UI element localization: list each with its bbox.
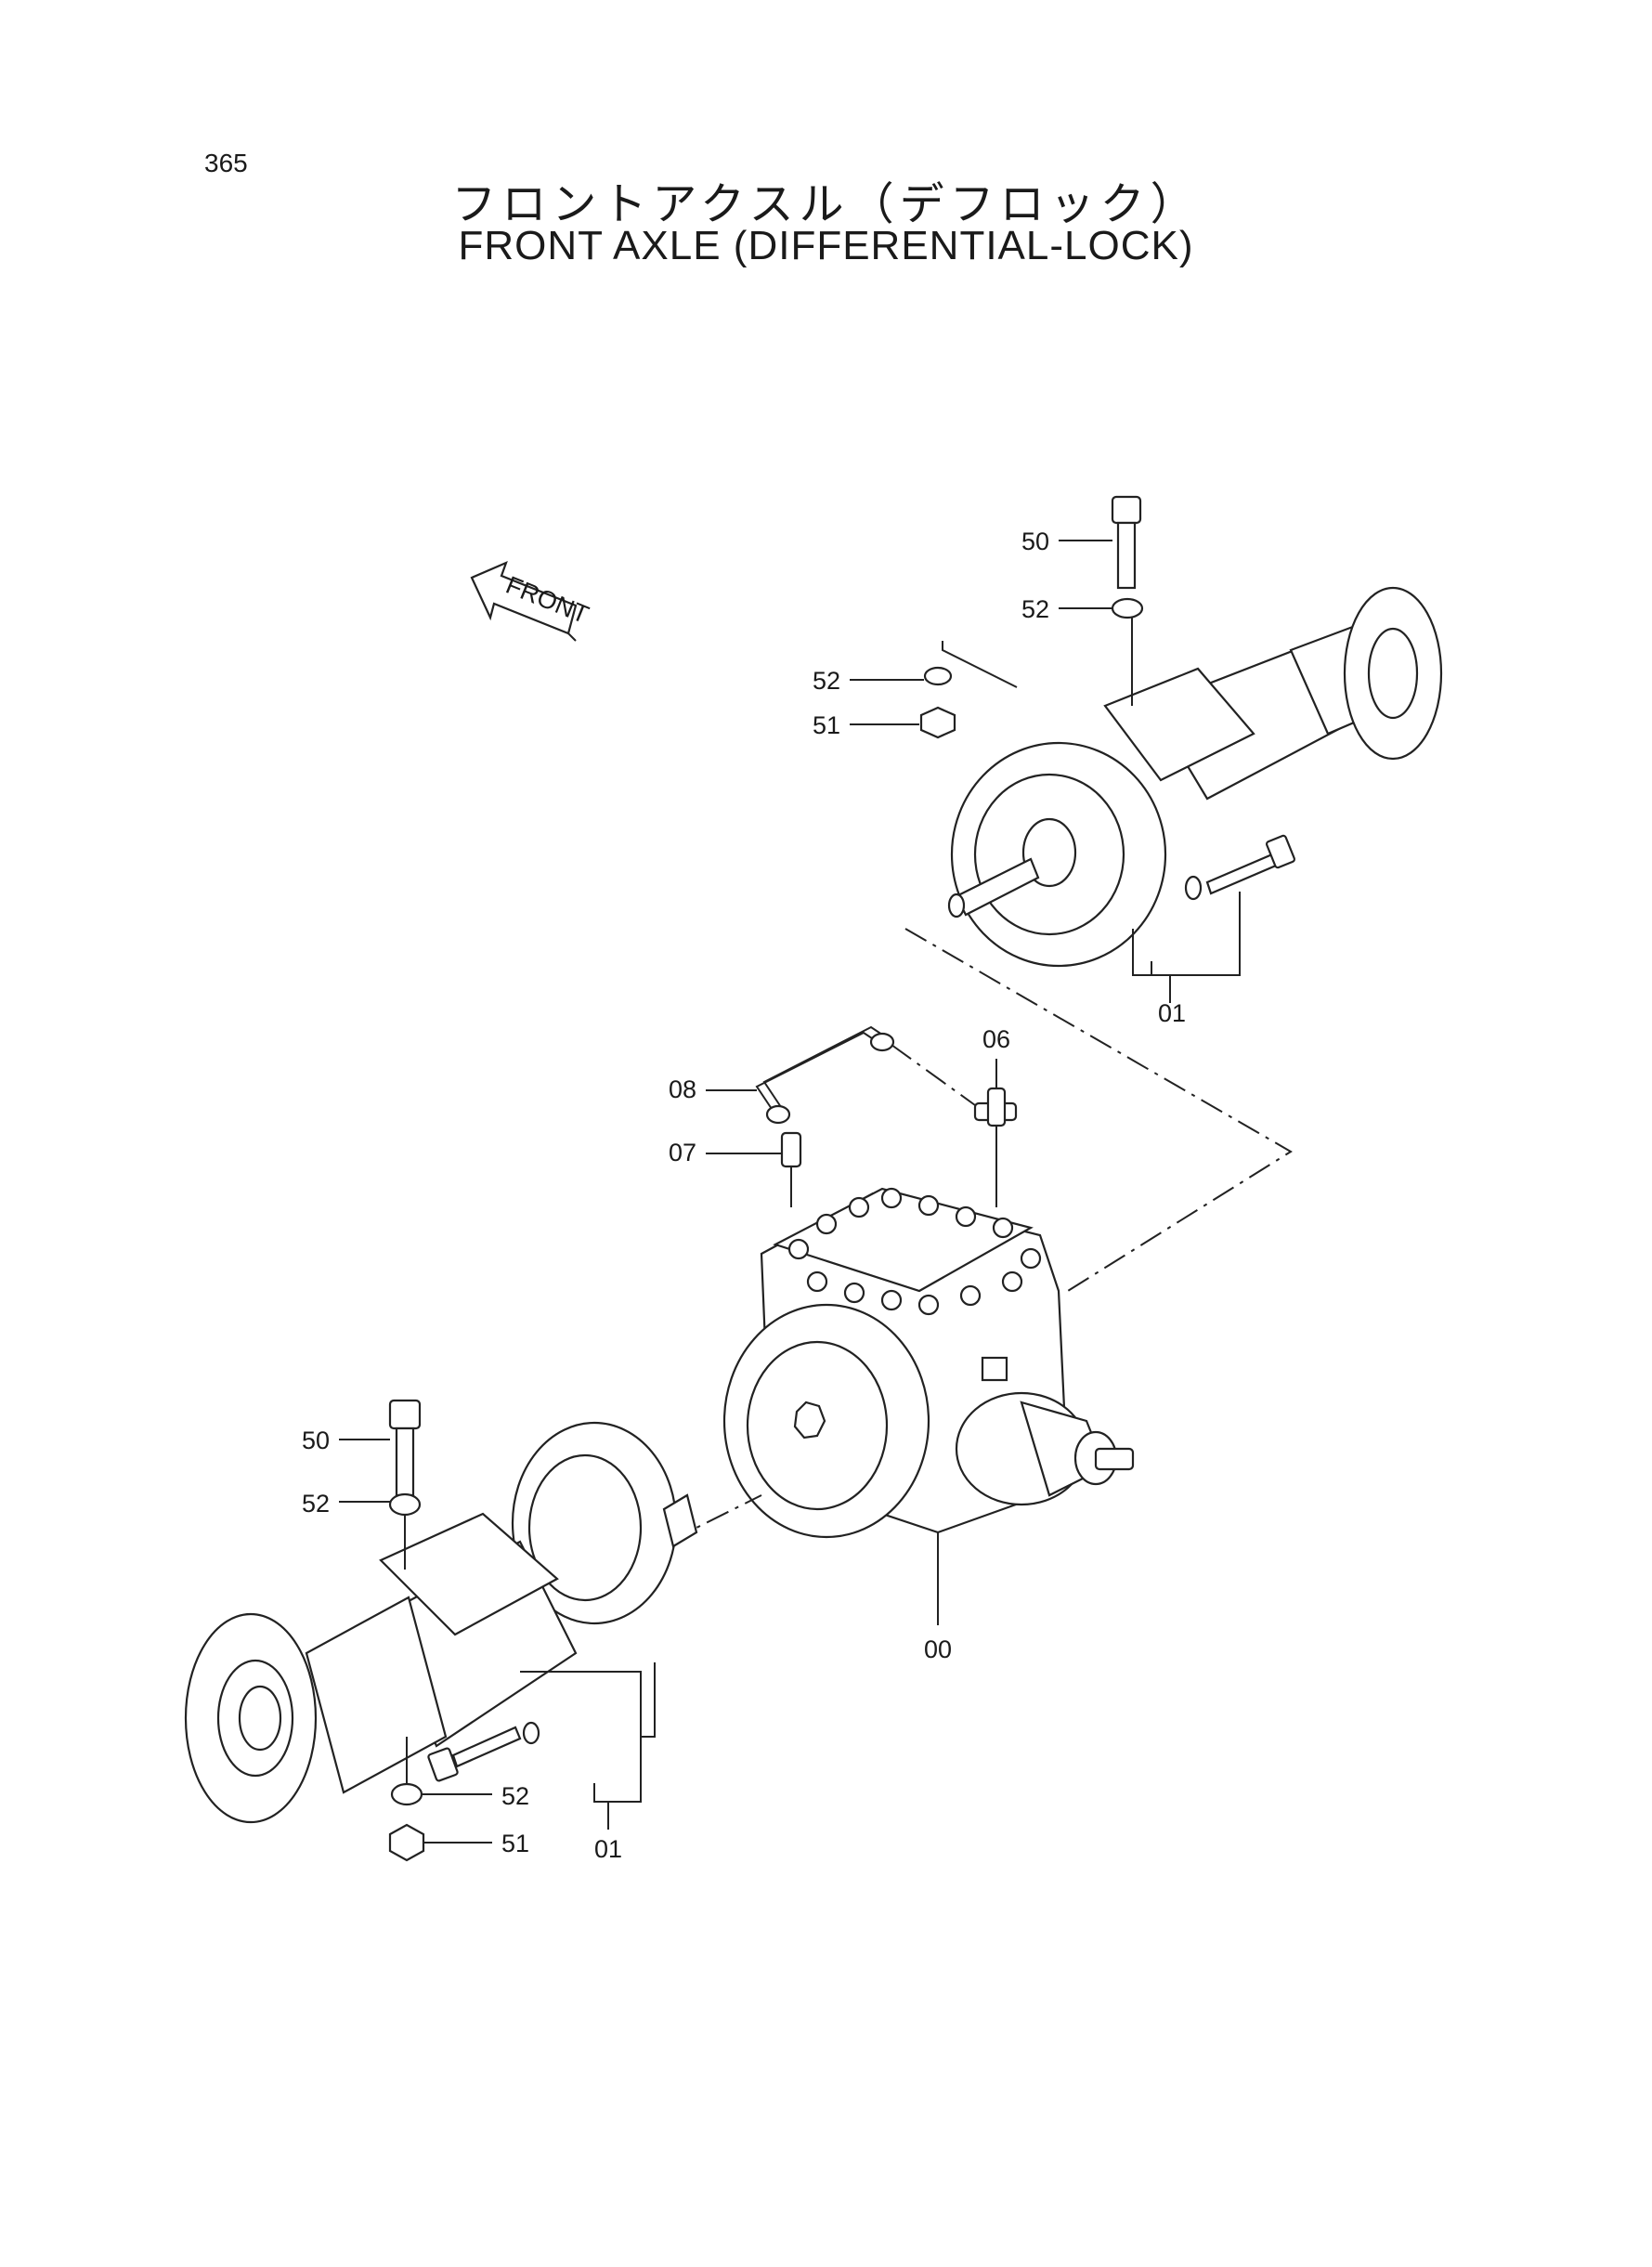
tee-fitting: [973, 1059, 1018, 1207]
upper-washer: [1059, 597, 1144, 619]
callout-differential: 00: [924, 1635, 952, 1663]
front-direction-arrow: FRONT: [470, 560, 592, 642]
callout-pipe: 08: [669, 1075, 696, 1103]
lower-bolt: [339, 1399, 422, 1497]
upper-bolt: [1059, 495, 1142, 590]
callout-upper-axle: 01: [1158, 999, 1186, 1027]
page-number: 365: [204, 149, 248, 177]
elbow-fitting: [780, 1131, 802, 1207]
callout-lower-axle: 01: [594, 1835, 622, 1863]
callout-upper-left-washer: 52: [813, 667, 840, 695]
upper-left-washer: [850, 666, 953, 686]
upper-axle-housing: [947, 586, 1443, 1003]
page-title-english: FRONT AXLE (DIFFERENTIAL-LOCK): [458, 223, 1194, 268]
callout-lower-washer-top: 52: [302, 1490, 330, 1518]
page-title-japanese: フロントアクスル（デフロック）: [451, 178, 1201, 230]
differential-housing: [722, 1187, 1135, 1625]
upper-side-bolt: [1184, 834, 1296, 901]
cover-bolts: [787, 1187, 1042, 1316]
callout-lower-nut: 51: [501, 1830, 529, 1857]
upper-left-nut: [850, 706, 956, 739]
callout-upper-washer: 52: [1021, 595, 1049, 623]
callout-upper-left-nut: 51: [813, 711, 840, 739]
lower-axle-housing: [184, 1421, 698, 1830]
lower-washer-top: [339, 1492, 422, 1570]
lower-nut: [388, 1823, 492, 1862]
callout-elbow-fitting: 07: [669, 1139, 696, 1166]
callout-tee-fitting: 06: [982, 1025, 1010, 1053]
callout-lower-washer-bottom: 52: [501, 1782, 529, 1810]
lower-washer-bottom: [390, 1737, 492, 1806]
callout-lower-bolt: 50: [302, 1427, 330, 1454]
lower-side-bolt: [427, 1721, 540, 1782]
callout-upper-bolt: 50: [1021, 528, 1049, 555]
pipe-line: [755, 1025, 895, 1125]
